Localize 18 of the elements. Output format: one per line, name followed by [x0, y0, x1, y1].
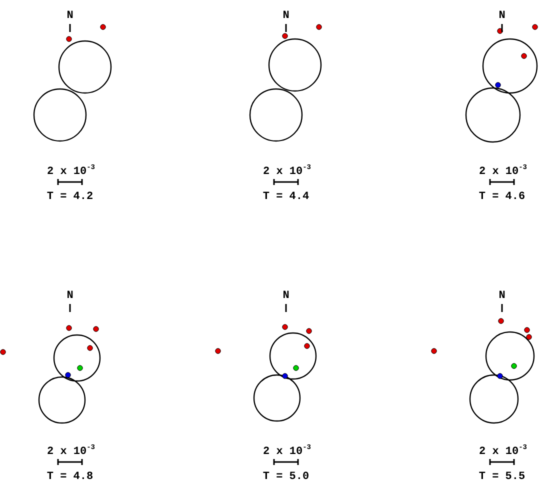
time-label: T = 4.8: [46, 471, 94, 483]
north-label: N: [66, 10, 74, 22]
scale-label: 2 x 10$^{-3}$: [263, 166, 311, 178]
north-label: N: [282, 10, 290, 22]
north-label: N: [498, 10, 506, 22]
scale-label: 2 x 10$^{-3}$: [47, 446, 95, 458]
time-label: T = 5.0: [262, 471, 310, 483]
scale-label: 2 x 10$^{-3}$: [479, 166, 527, 178]
scale-label: 2 x 10$^{-3}$: [263, 446, 311, 458]
time-label: T = 5.5: [478, 471, 526, 483]
time-label: T = 4.6: [478, 191, 526, 203]
time-label: T = 4.2: [46, 191, 94, 203]
scale-label: 2 x 10$^{-3}$: [479, 446, 527, 458]
north-label: N: [498, 290, 506, 302]
time-label: T = 4.4: [262, 191, 310, 203]
north-label: N: [66, 290, 74, 302]
north-label: N: [282, 290, 290, 302]
scale-label: 2 x 10$^{-3}$: [47, 166, 95, 178]
